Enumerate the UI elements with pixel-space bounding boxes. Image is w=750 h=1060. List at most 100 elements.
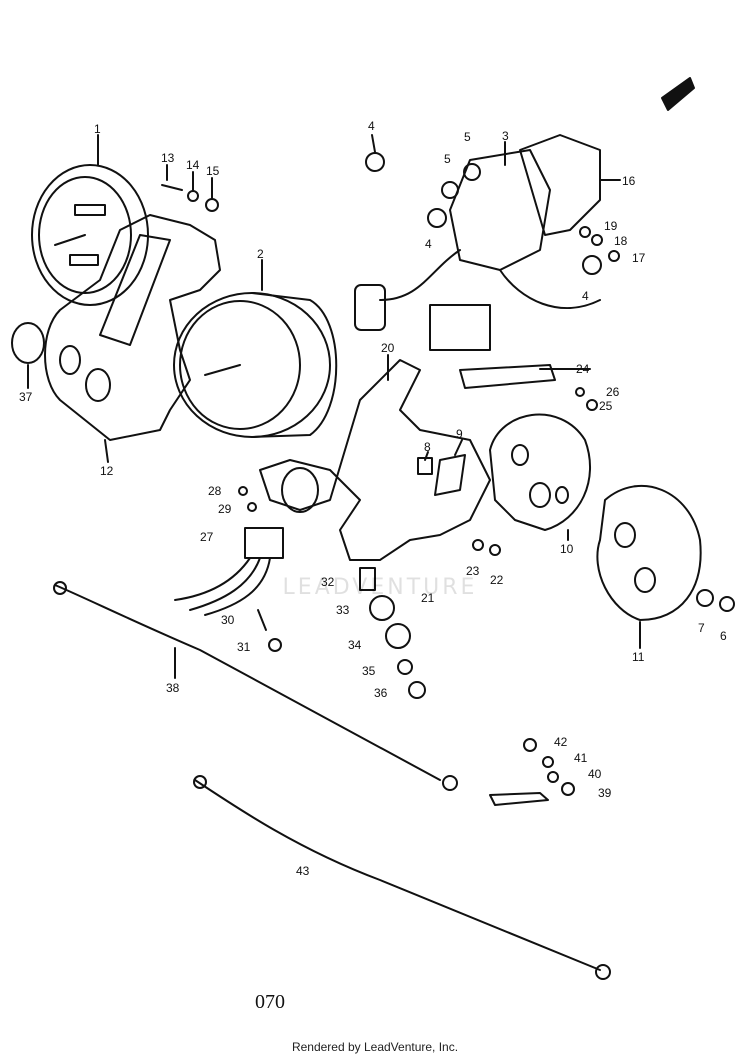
- label-27: 27: [200, 530, 214, 544]
- housing-panel: [99, 234, 171, 346]
- cable-end: [442, 775, 458, 791]
- bracket-part: [459, 364, 556, 389]
- tachometer: [173, 292, 331, 438]
- label-17: 17: [632, 251, 646, 265]
- label-40: 40: [588, 767, 602, 781]
- label-4: 4: [582, 289, 589, 303]
- bulb-part: [582, 255, 602, 275]
- cable-end: [595, 964, 611, 980]
- headlight-case-part: [596, 484, 702, 621]
- cushion-part: [369, 595, 395, 621]
- label-12: 12: [100, 464, 114, 478]
- bulb-part: [365, 152, 385, 172]
- label-31: 31: [237, 640, 251, 654]
- clamp-ring: [561, 782, 575, 796]
- wire-harness: [499, 269, 601, 309]
- nut-part: [547, 771, 559, 783]
- screw-part: [608, 250, 620, 262]
- label-38: 38: [166, 681, 180, 695]
- label-19: 19: [604, 219, 618, 233]
- housing-hole: [511, 444, 529, 466]
- label-9: 9: [456, 427, 463, 441]
- label-8: 8: [424, 440, 431, 454]
- bolt-part: [257, 609, 267, 631]
- label-26: 26: [606, 385, 620, 399]
- page-number: 070: [255, 991, 285, 1013]
- socket-assembly-part: [449, 149, 551, 271]
- label-28: 28: [208, 484, 222, 498]
- wire-harness: [189, 557, 261, 611]
- label-10: 10: [560, 542, 574, 556]
- washer-part: [696, 589, 714, 607]
- label-32: 32: [321, 575, 335, 589]
- label-37: 37: [19, 390, 33, 404]
- label-42: 42: [554, 735, 568, 749]
- bolt-part: [489, 544, 501, 556]
- label-22: 22: [490, 573, 504, 587]
- label-24: 24: [576, 362, 590, 376]
- washer-part: [579, 226, 591, 238]
- nut-part: [575, 387, 585, 397]
- label-21: 21: [421, 591, 435, 605]
- bolt-part: [523, 738, 537, 752]
- label-11: 11: [632, 650, 645, 664]
- label-43: 43: [296, 864, 310, 878]
- cover-part: [519, 134, 601, 236]
- label-33: 33: [336, 603, 350, 617]
- label-7: 7: [698, 621, 705, 635]
- mounting-bracket-part: [259, 359, 491, 561]
- washer-part: [205, 198, 219, 212]
- housing-hole: [529, 482, 551, 508]
- housing-hole: [614, 522, 636, 548]
- speedometer-face: [38, 176, 132, 294]
- headlight-housing-part: [489, 413, 591, 531]
- connector-part: [354, 284, 386, 331]
- nut-part: [472, 539, 484, 551]
- indicator-lamp-part: [11, 322, 45, 364]
- washer-part: [397, 659, 413, 675]
- nut-part: [719, 596, 735, 612]
- label-20: 20: [381, 341, 395, 355]
- washer-part: [591, 234, 603, 246]
- label-18: 18: [614, 234, 628, 248]
- label-5: 5: [444, 152, 451, 166]
- nut-part: [268, 638, 282, 652]
- label-15: 15: [206, 164, 220, 178]
- label-30: 30: [221, 613, 235, 627]
- speedometer: [31, 164, 149, 306]
- tachometer-face: [179, 300, 301, 430]
- speedometer-cable-part: [54, 584, 441, 781]
- housing-hole: [555, 486, 569, 504]
- screw-part: [238, 486, 248, 496]
- housing-hole: [634, 567, 656, 593]
- direction-arrow-icon: [661, 77, 695, 111]
- label-1: 1: [94, 122, 101, 136]
- bolt-part: [586, 399, 598, 411]
- tachometer-body: [251, 292, 338, 438]
- screw-part: [161, 184, 183, 191]
- wire-harness: [379, 249, 461, 301]
- footer-credit: Rendered by LeadVenture, Inc.: [291, 1040, 459, 1054]
- bracket-part: [434, 454, 466, 496]
- label-23: 23: [466, 564, 480, 578]
- wire-harness: [174, 557, 251, 601]
- label-39: 39: [598, 786, 612, 800]
- cable-end: [53, 581, 67, 595]
- label-36: 36: [374, 686, 388, 700]
- label-4: 4: [425, 237, 432, 251]
- housing-hole: [59, 345, 81, 375]
- label-5: 5: [464, 130, 471, 144]
- clamp-part: [489, 792, 549, 806]
- tachometer-cable-part: [194, 779, 601, 971]
- label-25: 25: [599, 399, 613, 413]
- cable-end: [193, 775, 207, 789]
- tachometer-needle: [204, 364, 241, 376]
- label-29: 29: [218, 502, 232, 516]
- meter-housing-part: [44, 214, 221, 441]
- washer-part: [247, 502, 257, 512]
- cushion-part: [385, 623, 411, 649]
- spacer-part: [359, 567, 376, 591]
- speedometer-odometer: [74, 204, 106, 216]
- wire-harness: [204, 557, 271, 616]
